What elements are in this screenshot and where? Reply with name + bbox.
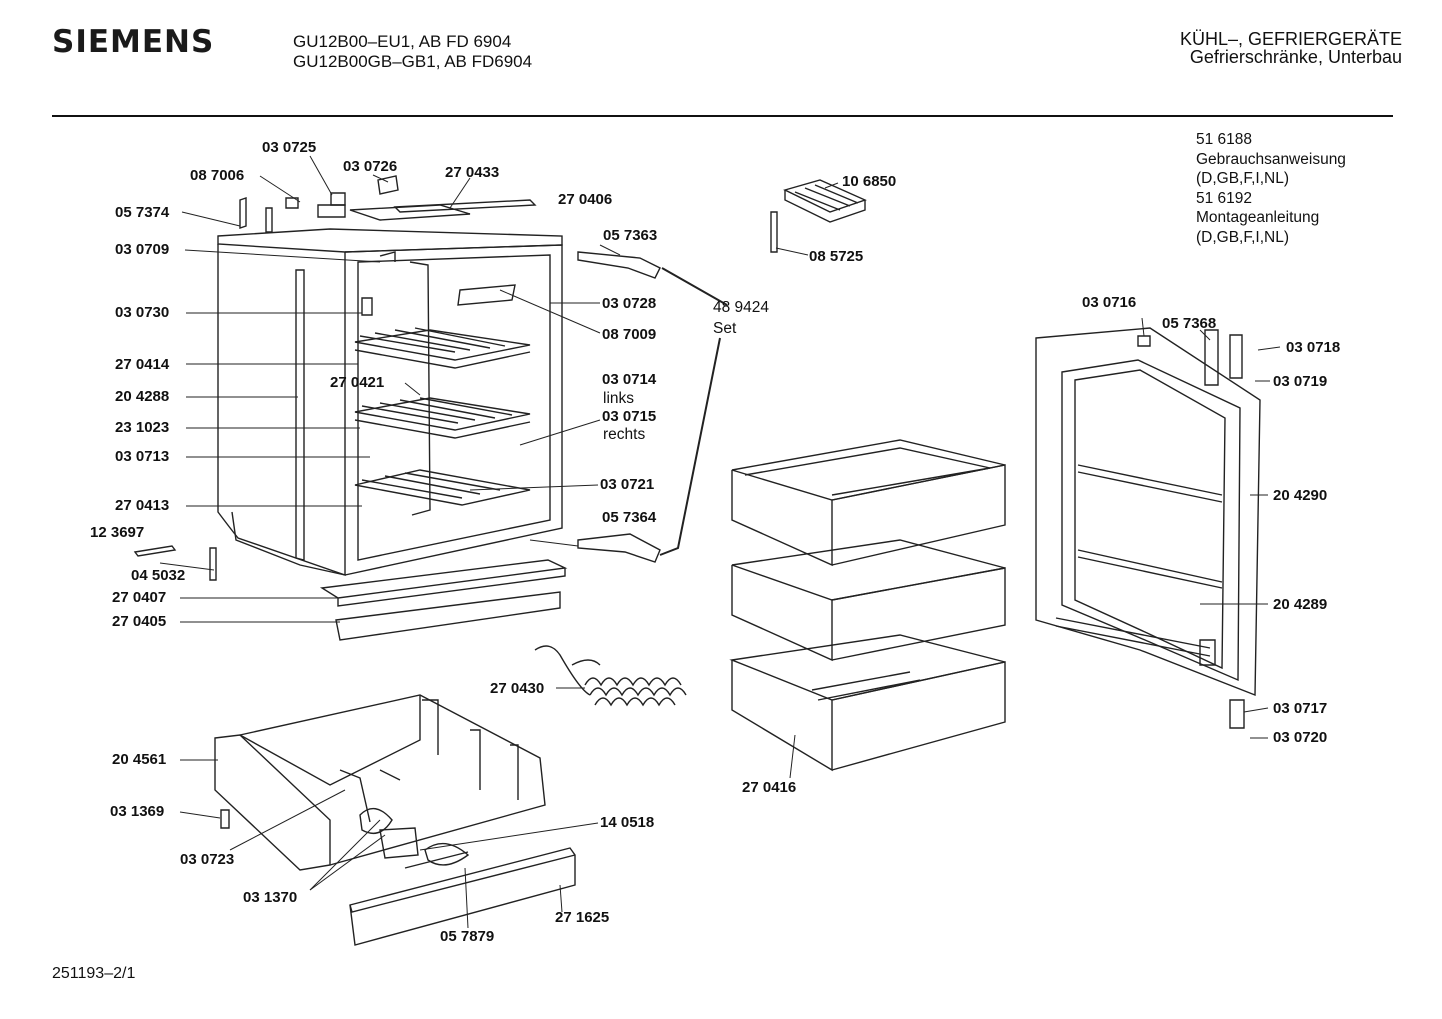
documents-list: 51 6188 Gebrauchsanweisung (D,GB,F,I,NL)… <box>1196 130 1346 247</box>
part-label: 05 7374 <box>115 204 170 221</box>
part-label: 12 3697 <box>90 524 145 541</box>
model-line-2: GU12B00GB–GB1, AB FD6904 <box>293 52 533 71</box>
condenser-springs <box>534 645 687 707</box>
part-label: 03 0713 <box>115 448 170 465</box>
part-label: 27 0414 <box>115 356 170 373</box>
category-line-1: KÜHL–, GEFRIERGERÄTE <box>1179 29 1402 49</box>
part-label: 03 0726 <box>343 158 398 175</box>
part-label: 27 1625 <box>555 909 610 926</box>
drawer-stack <box>729 439 1006 772</box>
doc-langs-2: (D,GB,F,I,NL) <box>1196 228 1290 246</box>
part-label: 27 0406 <box>558 191 613 208</box>
part-label: 20 4290 <box>1273 487 1328 504</box>
doc-number-2: 51 6192 <box>1196 189 1253 207</box>
part-label: 03 1370 <box>243 889 298 906</box>
set-note: Set <box>713 320 737 337</box>
part-label: 08 7009 <box>602 326 657 343</box>
base-frame <box>214 694 576 946</box>
freezer-door <box>1035 327 1261 729</box>
category-line-2: Gefrierschränke, Unterbau <box>1189 47 1402 67</box>
part-label: 03 0725 <box>262 139 317 156</box>
part-label: 10 6850 <box>842 173 897 190</box>
model-line-1: GU12B00–EU1, AB FD 6904 <box>293 32 512 51</box>
leader-lines <box>159 155 1281 929</box>
part-label: 03 0720 <box>1273 729 1328 746</box>
part-label: 03 0718 <box>1286 339 1341 356</box>
part-label: 03 0716 <box>1082 294 1137 311</box>
part-label: 03 0719 <box>1273 373 1328 390</box>
links-note: links <box>603 390 635 407</box>
part-label: 04 5032 <box>131 567 186 584</box>
part-label: 27 0430 <box>490 680 545 697</box>
part-label: 27 0416 <box>742 779 797 796</box>
part-label: 14 0518 <box>600 814 655 831</box>
part-label: 03 0721 <box>600 476 655 493</box>
part-label: 03 0723 <box>180 851 235 868</box>
part-label: 08 7006 <box>190 167 245 184</box>
doc-number-1: 51 6188 <box>1196 131 1253 148</box>
part-label: 05 7364 <box>602 509 657 526</box>
part-label: 03 0728 <box>602 295 657 312</box>
ice-tray <box>770 179 867 253</box>
set-number: 48 9424 <box>713 299 770 316</box>
part-label: 05 7879 <box>440 928 495 945</box>
part-label: 27 0407 <box>112 589 167 606</box>
part-label: 27 0433 <box>445 164 500 181</box>
part-label: 05 7363 <box>603 227 658 244</box>
part-label: 27 0421 <box>330 374 385 391</box>
rechts-note: rechts <box>603 426 646 443</box>
part-label: 27 0413 <box>115 497 170 514</box>
part-label: 27 0405 <box>112 613 167 630</box>
doc-langs-1: (D,GB,F,I,NL) <box>1196 170 1290 187</box>
part-label: 03 1369 <box>110 803 165 820</box>
part-label: 20 4289 <box>1273 596 1328 613</box>
set-connector-line <box>659 267 728 556</box>
header-divider <box>52 115 1393 117</box>
part-label: 03 0714 <box>602 371 657 388</box>
part-label: 05 7368 <box>1162 315 1217 332</box>
part-label: 03 0715 <box>602 408 657 425</box>
part-label: 23 1023 <box>115 419 170 436</box>
part-label: 20 4288 <box>115 388 170 405</box>
doc-title-1: Gebrauchsanweisung <box>1196 150 1346 168</box>
freezer-cabinet <box>133 175 661 641</box>
part-label: 03 0709 <box>115 241 170 258</box>
part-label: 03 0730 <box>115 304 170 321</box>
doc-title-2: Montageanleitung <box>1196 209 1320 226</box>
part-label: 03 0717 <box>1273 700 1328 717</box>
part-label: 08 5725 <box>809 248 864 265</box>
part-label: 20 4561 <box>112 751 167 768</box>
drawing-code: 251193–2/1 <box>52 965 136 982</box>
siemens-logo: SIEMENS <box>52 24 215 60</box>
